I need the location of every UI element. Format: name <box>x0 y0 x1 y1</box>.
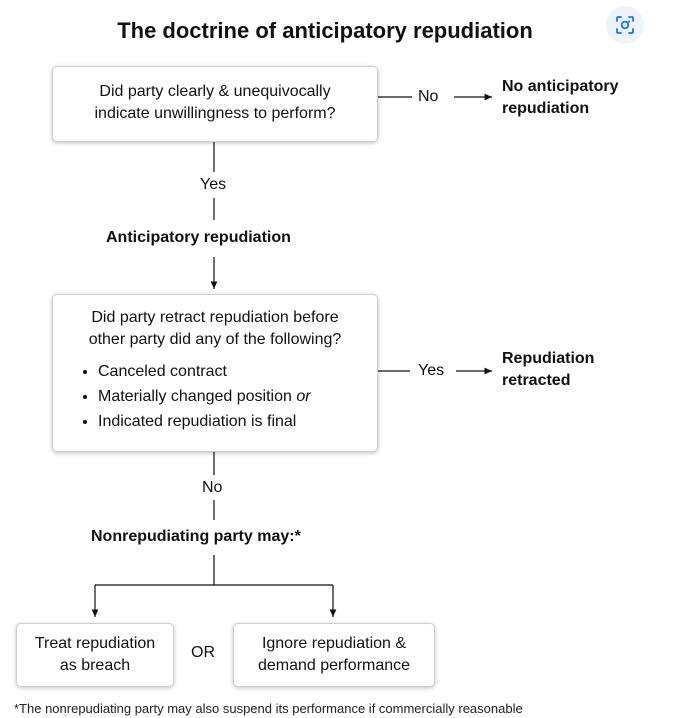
option-box-treat-as-breach: Treat repudiation as breach <box>16 623 174 687</box>
result-retracted-line1: Repudiation <box>502 350 595 367</box>
no-label-top: No <box>418 88 439 106</box>
list-item-suffix: or <box>296 388 311 405</box>
option2-line2: demand performance <box>257 657 411 674</box>
question2-line2: other party did any of the following? <box>88 331 342 348</box>
result-no-line1: No anticipatory <box>502 78 619 95</box>
question-box-unwillingness: Did party clearly & unequivocally indica… <box>52 66 378 142</box>
option1-line1: Treat repudiation <box>34 635 156 652</box>
yes-label-top: Yes <box>200 176 227 194</box>
result-no-line2: repudiation <box>502 100 590 117</box>
lens-search-button[interactable] <box>606 6 644 44</box>
lens-icon <box>616 16 634 34</box>
result-repudiation-retracted: Repudiation retracted <box>502 348 594 392</box>
no-label-bottom: No <box>202 479 223 497</box>
list-item: Materially changed position or <box>98 384 367 409</box>
list-item: Indicated repudiation is final <box>98 409 367 434</box>
question1-line1: Did party clearly & unequivocally <box>99 83 331 100</box>
retraction-conditions-list: Canceled contract Materially changed pos… <box>63 359 367 434</box>
nonrepudiating-party-label: Nonrepudiating party may:* <box>91 528 301 545</box>
list-item-text: Materially changed position <box>98 388 292 405</box>
list-item: Canceled contract <box>98 359 367 384</box>
question2-line1: Did party retract repudiation before <box>91 309 339 326</box>
option2-line1: Ignore repudiation & <box>261 635 407 652</box>
option1-line2: as breach <box>59 657 131 674</box>
yes-label-right: Yes <box>418 362 445 380</box>
result-retracted-line2: retracted <box>502 372 571 389</box>
diagram-title: The doctrine of anticipatory repudiation <box>117 18 533 43</box>
option-box-ignore-repudiation: Ignore repudiation & demand performance <box>233 623 435 687</box>
anticipatory-repudiation-label: Anticipatory repudiation <box>106 229 291 246</box>
footnote: *The nonrepudiating party may also suspe… <box>14 701 523 716</box>
or-label: OR <box>191 644 215 662</box>
question1-line2: indicate unwillingness to perform? <box>94 105 336 122</box>
question-box-retraction: Did party retract repudiation before oth… <box>52 294 378 452</box>
result-no-repudiation: No anticipatory repudiation <box>502 76 618 120</box>
